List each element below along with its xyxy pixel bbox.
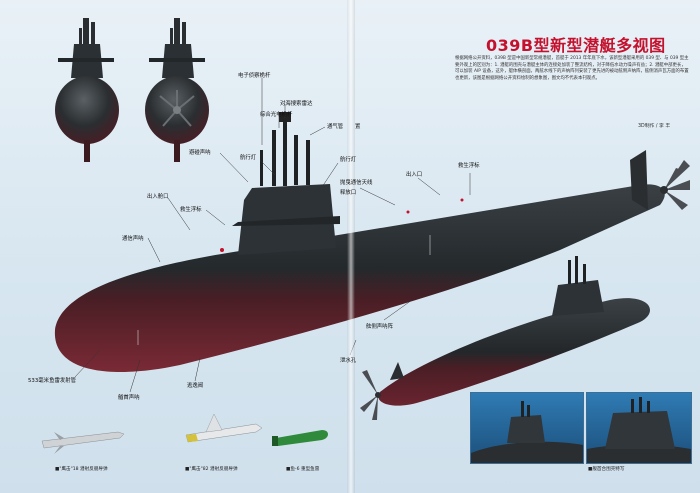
label-escape-pod: 逃逸阀 [187,383,204,389]
torpedo [272,430,328,446]
label-rescue-buoy-left: 救生浮标 [180,207,202,213]
label-periscope: 综合光电桅杆 [260,112,293,118]
caption-torpedo: ■鱼-6 重型鱼雷 [286,467,320,472]
label-avoid-sonar: 避碰声呐 [189,150,211,156]
front-view [55,18,119,162]
label-drain: 泄水孔 [340,358,357,364]
propeller [664,160,690,210]
inset-caption: ■舰首合围壳特写 [588,467,625,472]
label-rescue-buoy-right: 救生浮标 [458,163,480,169]
main-submarine [54,112,690,372]
label-radar: 对海搜索雷达 [280,101,313,107]
label-snorkel: 通气管 [327,124,344,130]
missile-yj18 [41,431,125,454]
label-exit-right: 出入口 [406,172,423,178]
label-exit-hatch-left: 出入舱口 [147,194,169,200]
label-release-port: 释放口 [340,190,357,196]
page-title: 039B型新型潜艇多视图 [486,36,666,55]
caption-yj82: ■"鹰击"82 潜射反舰导弹 [185,467,238,472]
caption-yj18: ■"鹰击"18 潜射反舰导弹 [55,467,108,472]
stern-view [145,18,209,162]
credit-line: 3D制作 / 李 丰 [638,124,671,129]
inset-sail-closeup [586,392,692,464]
intro-paragraph: 根据网络公开资料，039B 型是中国新型常规潜艇，首艇于 2013 年年底下水，… [455,56,689,81]
label-nav-light-right: 航行灯 [340,157,357,163]
label-flank-array: 舷侧声呐阵 [366,324,393,330]
label-comm-sonar: 通信声呐 [122,236,144,242]
missile-yj82 [185,413,263,443]
label-nav-light-left: 航行灯 [240,155,257,161]
label-antenna-release: 抛曳通信天线 [340,180,373,186]
label-torpedo-tubes: 533毫米鱼雷发射管 [28,378,77,384]
label-bow-sonar: 艏首声呐 [118,395,140,401]
secondary-submarine [360,256,650,420]
label-electronic-mast: 电子侦察桅杆 [238,73,271,79]
leader-lines [74,78,471,393]
inset-bow-closeup [470,392,584,464]
label-device-partial: 置 [355,124,361,130]
page-gutter [347,0,355,493]
